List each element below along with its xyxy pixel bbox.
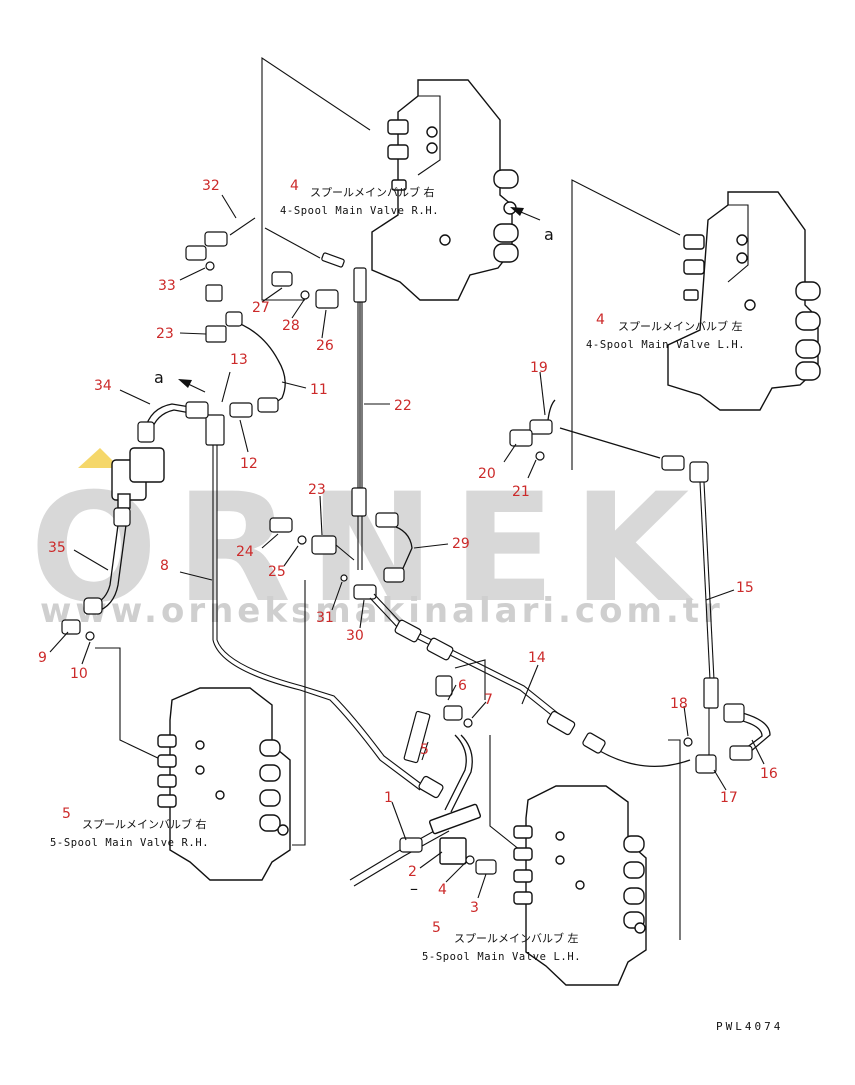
callout-9: 9 bbox=[38, 650, 47, 666]
callout-11: 11 bbox=[310, 382, 328, 398]
valve-4-spool-lh bbox=[667, 191, 821, 411]
valve-5-lh-jp: スプールメインバルブ 左 bbox=[454, 931, 579, 945]
callout-20: 20 bbox=[478, 466, 496, 482]
callout-34: 34 bbox=[94, 378, 112, 394]
callout-3: 3 bbox=[470, 900, 479, 916]
callout-4: 4 bbox=[438, 882, 447, 898]
callout-23b: 23 bbox=[308, 482, 326, 498]
callout-10: 10 bbox=[70, 666, 88, 682]
view-marker-arrows: a a bbox=[154, 207, 554, 393]
watermark-accent-icon bbox=[78, 448, 120, 468]
valve-5-spool-rh bbox=[157, 687, 291, 881]
valve-4-rh-number: 4 bbox=[290, 178, 299, 194]
callout-35: 35 bbox=[48, 540, 66, 556]
callout-14: 14 bbox=[528, 650, 546, 666]
dash-mark: – bbox=[410, 879, 418, 898]
valve-4-lh-en: 4-Spool Main Valve L.H. bbox=[586, 339, 745, 351]
callout-30: 30 bbox=[346, 628, 364, 644]
valve-5-rh-jp: スプールメインバルブ 右 bbox=[82, 817, 207, 831]
callout-21: 21 bbox=[512, 484, 530, 500]
callout-33: 33 bbox=[158, 278, 176, 294]
callout-27: 27 bbox=[252, 300, 270, 316]
view-marker-right: a bbox=[544, 225, 554, 244]
callout-1: 1 bbox=[384, 790, 393, 806]
callout-19: 19 bbox=[530, 360, 548, 376]
valve-5-lh-number: 5 bbox=[432, 920, 441, 936]
callout-5: 5 bbox=[420, 742, 429, 758]
valve-4-spool-rh bbox=[371, 79, 519, 301]
callout-16: 16 bbox=[760, 766, 778, 782]
callout-15: 15 bbox=[736, 580, 754, 596]
callout-17: 17 bbox=[720, 790, 738, 806]
callout-28: 28 bbox=[282, 318, 300, 334]
valve-5-rh-en: 5-Spool Main Valve R.H. bbox=[50, 837, 209, 849]
callout-26: 26 bbox=[316, 338, 334, 354]
callout-6: 6 bbox=[458, 678, 467, 694]
valve-4-rh-jp: スプールメインバルブ 右 bbox=[310, 185, 435, 199]
callout-8: 8 bbox=[160, 558, 169, 574]
piping bbox=[61, 217, 771, 887]
figure-code: PWL4074 bbox=[716, 1020, 783, 1033]
valve-5-lh-en: 5-Spool Main Valve L.H. bbox=[422, 951, 581, 963]
valve-4-lh-jp: スプールメインバルブ 左 bbox=[618, 319, 743, 333]
valve-5-rh-number: 5 bbox=[62, 806, 71, 822]
callout-25: 25 bbox=[268, 564, 286, 580]
callout-29: 29 bbox=[452, 536, 470, 552]
callout-24: 24 bbox=[236, 544, 254, 560]
arrow-head-icon bbox=[178, 379, 192, 388]
callout-31: 31 bbox=[316, 610, 334, 626]
callout-32: 32 bbox=[202, 178, 220, 194]
callout-23: 23 bbox=[156, 326, 174, 342]
view-marker-left: a bbox=[154, 368, 164, 387]
callout-22: 22 bbox=[394, 398, 412, 414]
watermark-url: www.orneksmakinalari.com.tr bbox=[40, 591, 724, 631]
callout-2: 2 bbox=[408, 864, 417, 880]
valve-5-spool-lh bbox=[513, 785, 647, 986]
leader-lines bbox=[49, 194, 765, 899]
callout-12: 12 bbox=[240, 456, 258, 472]
callout-numbers: 32 33 27 28 26 23 13 11 34 12 22 19 20 2… bbox=[38, 178, 778, 916]
callout-7: 7 bbox=[484, 692, 493, 708]
valve-4-lh-number: 4 bbox=[596, 312, 605, 328]
arrow-head-icon bbox=[510, 207, 524, 216]
callout-18: 18 bbox=[670, 696, 688, 712]
valve-4-rh-en: 4-Spool Main Valve R.H. bbox=[280, 205, 439, 217]
callout-13: 13 bbox=[230, 352, 248, 368]
view-frames bbox=[95, 56, 681, 940]
valve-labels: 4 スプールメインバルブ 右 4-Spool Main Valve R.H. 4… bbox=[50, 178, 745, 963]
